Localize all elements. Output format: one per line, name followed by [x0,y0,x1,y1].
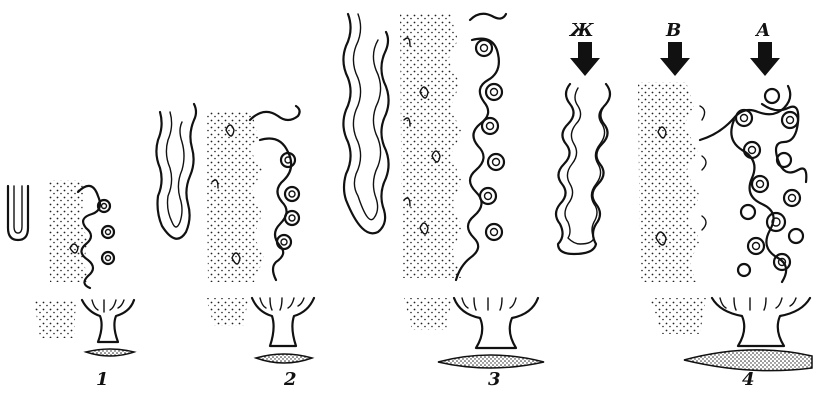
stage-4-coiled-mass [700,86,806,282]
stage-1-simple-tube [8,186,28,240]
stage-4-label: 4 [742,369,755,390]
stage-4-base [650,298,812,371]
stage-3-coiled-tube [456,14,506,280]
stage-3-stippled-column [400,14,462,278]
stage-4-stippled-column [638,82,706,282]
stage-3-simple-tube [343,14,388,233]
stage-4-simple-tube [556,84,610,254]
stage-2-stippled-column [206,112,264,282]
arrow-a: А [750,20,780,76]
arrow-v-icon [660,42,690,76]
arrow-v-label: В [665,20,681,41]
stage-3-label: 3 [488,369,501,390]
stage-4: 4 [556,82,812,390]
stage-2-label: 2 [283,369,297,390]
stage-3: 3 [343,14,544,390]
stage-2-simple-tube [156,104,196,239]
arrow-zh: Ж [568,20,600,76]
arrow-a-icon [750,42,780,76]
stage-1-label: 1 [96,369,109,390]
stage-1: 1 [8,180,134,390]
stage-1-stippled-column [48,180,88,282]
stage-3-base [404,298,544,368]
arrow-a-label: А [754,20,771,41]
stage-2-base [206,298,314,363]
stage-2: 2 [156,104,314,390]
arrow-zh-icon [570,42,600,76]
arrow-v: В [660,20,690,76]
arrow-zh-label: Ж [568,20,594,41]
stage-1-base [34,300,134,356]
